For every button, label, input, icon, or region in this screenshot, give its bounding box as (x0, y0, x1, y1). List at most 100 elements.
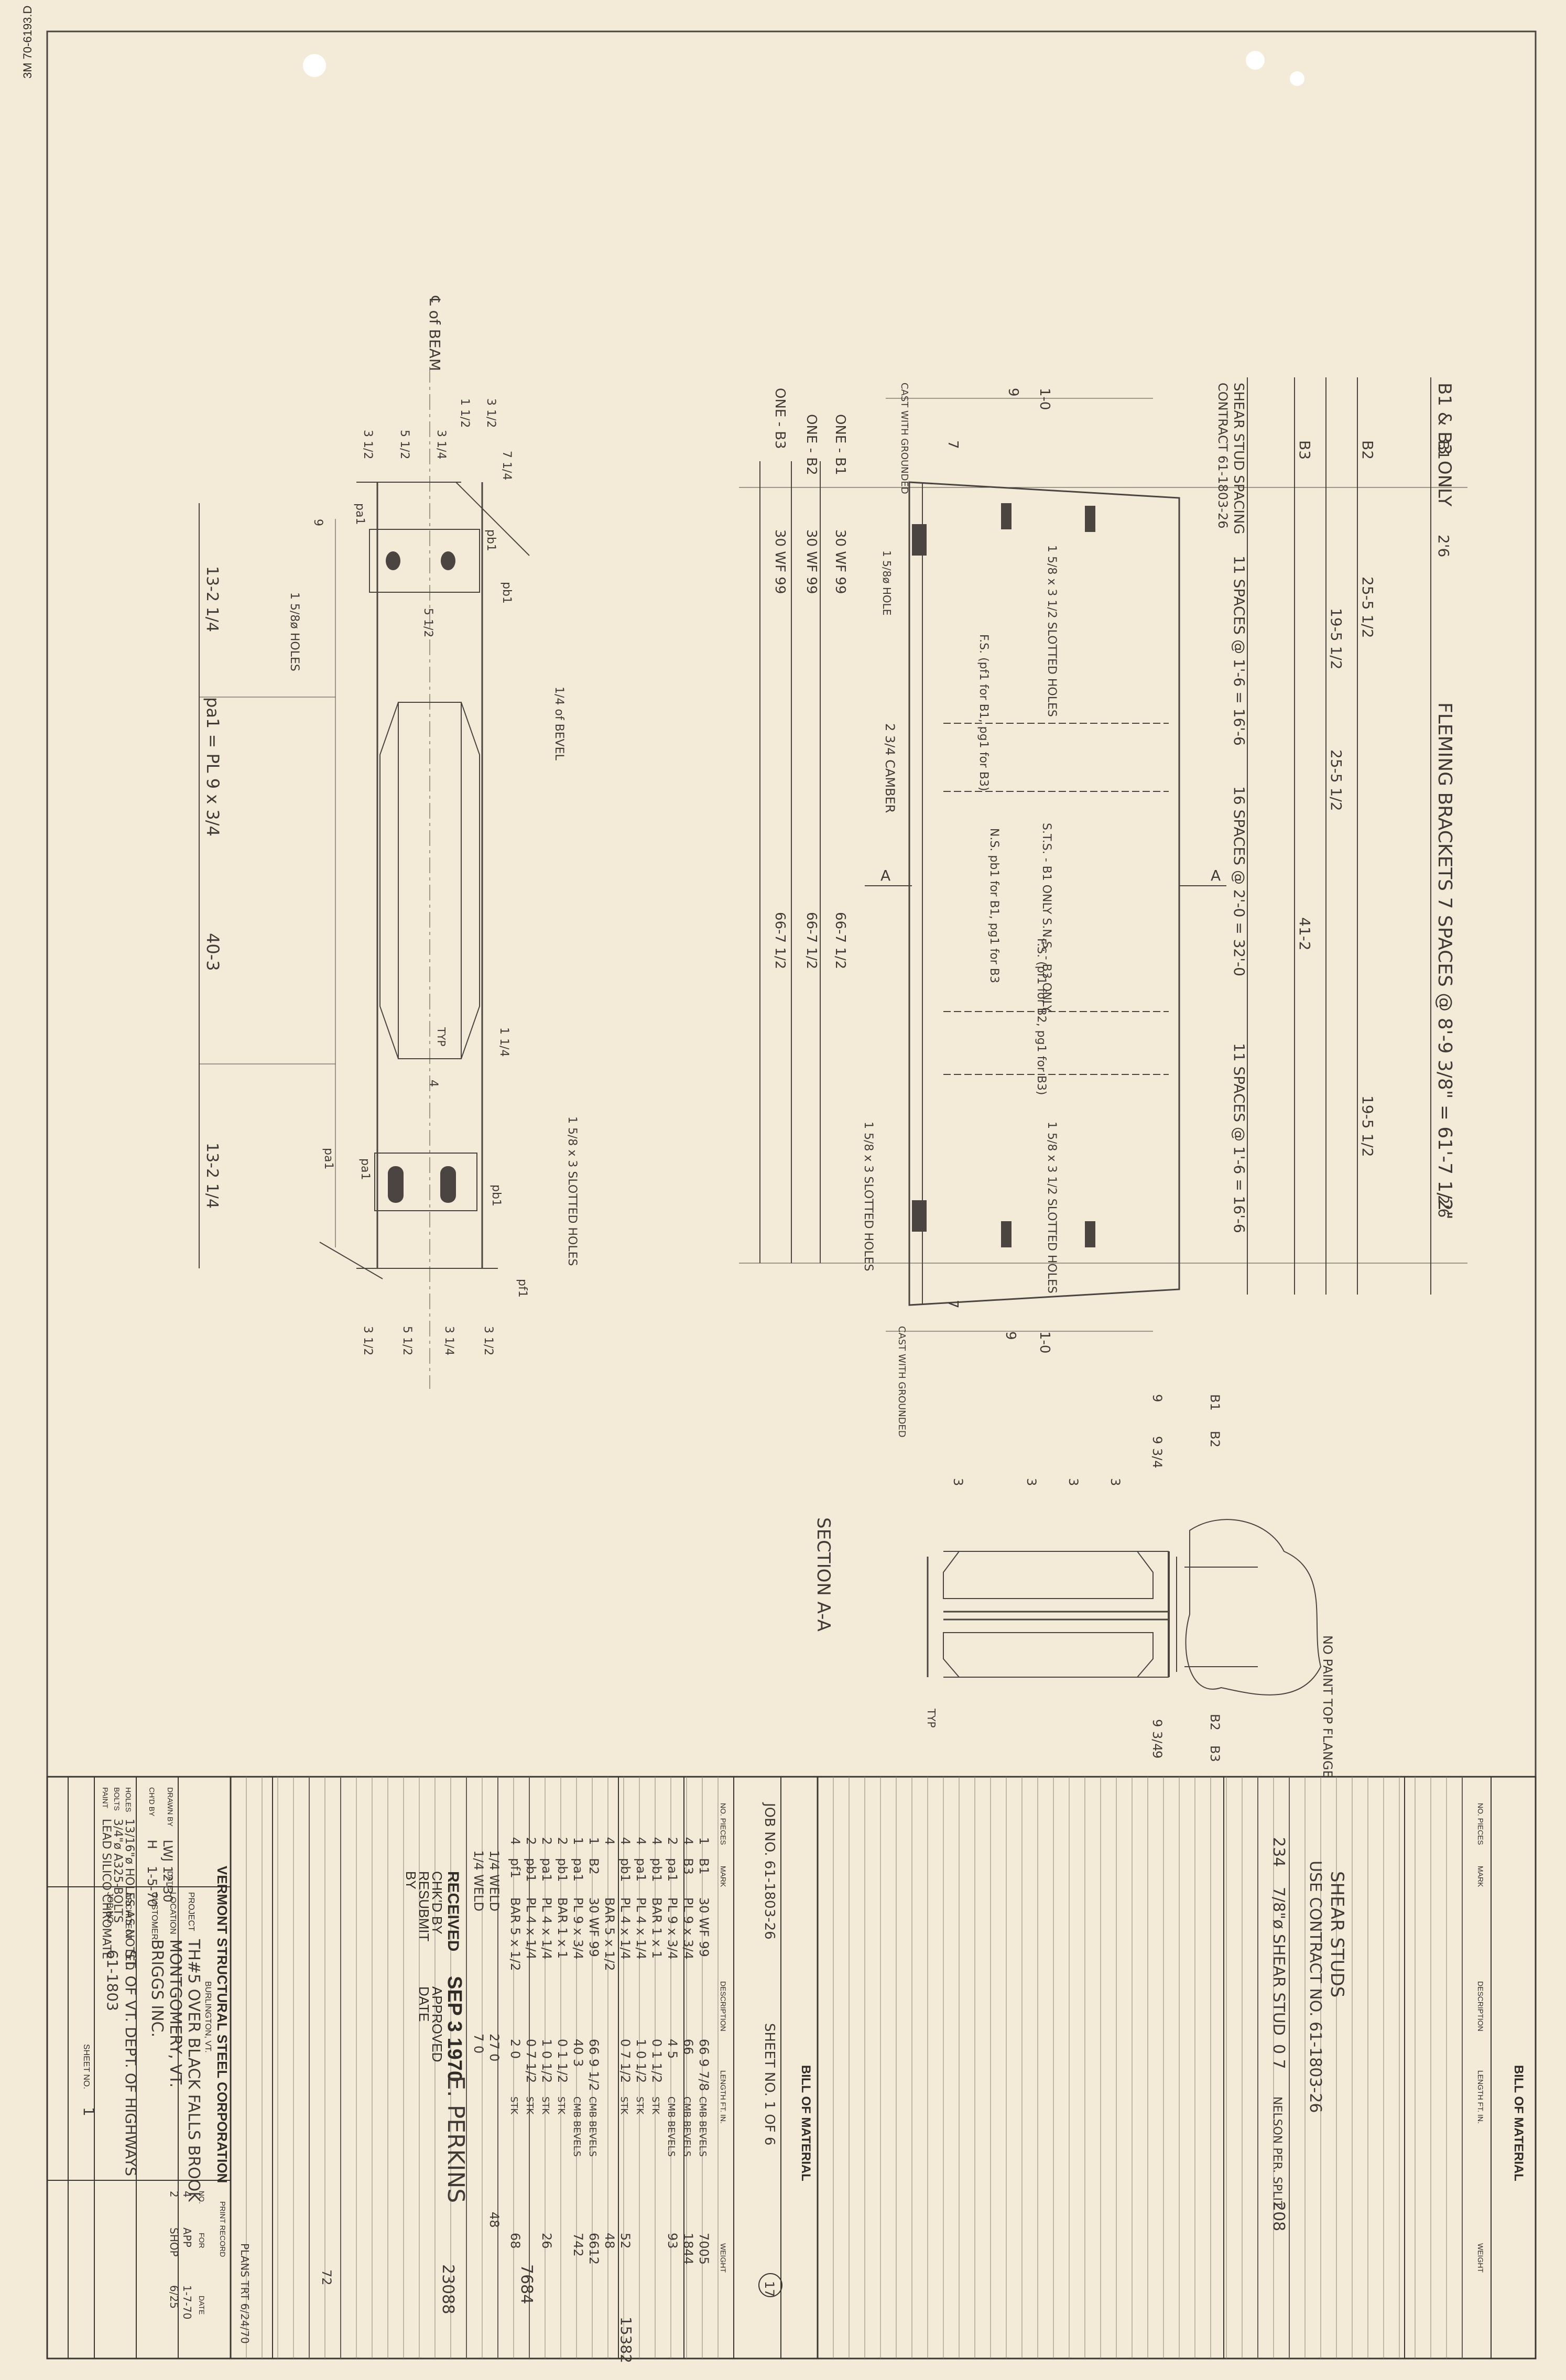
bom-left-heading: BILL OF MATERIAL (799, 2065, 813, 2181)
detail-label-pa1-c: pa1 (322, 1148, 335, 1169)
wf-b1: 30 WF 99 (832, 529, 848, 594)
bom-left-cell-note: CMB BEVELS (587, 2096, 598, 2157)
slotted-note-top: 1 5/8 x 3 1/2 SLOTTED HOLES (1045, 545, 1058, 717)
section-dim-1: 9 (1150, 1394, 1165, 1402)
bom-left-cell-note: STK (540, 2096, 551, 2115)
bom-left-cell-qty: 1 (697, 1837, 711, 1845)
bom-right-desc: 7/8"ø SHEAR STUD (1269, 1887, 1288, 2036)
len-b2: 66-7 1/2 (803, 912, 819, 969)
cast-note-bottom: CAST WITH GROUNDED (896, 1326, 907, 1438)
section-a-a: SECTION A-A NO PAINT TOP FLANGE B1 B2 B2… (813, 1394, 1335, 1778)
customer-label: CUSTOMER (150, 1892, 159, 1940)
fleming-note: FLEMING BRACKETS 7 SPACES @ 8'-9 3/8" = … (1434, 702, 1455, 1220)
customer-value: BRIGGS INC. (148, 1939, 166, 2037)
paint-label: PAINT (101, 1787, 110, 1809)
title-block: VERMONT STRUCTURAL STEEL CORPORATION BUR… (80, 1787, 251, 2344)
bom-left-subtotal: 15382 (617, 2317, 635, 2363)
architect-value: ST. OF VT. DEPT. OF HIGHWAYS (122, 1950, 139, 2176)
slotted-note-bottom: 1 5/8 x 3 1/2 SLOTTED HOLES (1045, 1122, 1058, 1294)
camber-note: 2 3/4 CAMBER (883, 723, 897, 813)
end-detail: ℄ of BEAM pa1 = PL 9 x 3/4 40-3 13-2 1/4… (199, 296, 579, 1389)
mark-b1: B1 (1435, 440, 1452, 460)
fs-note-1: F.S. (pf1 for B1, pg1 for B3) (977, 634, 990, 791)
company-name: VERMONT STRUCTURAL STEEL CORPORATION (214, 1866, 230, 2183)
wf-b3: 30 WF 99 (772, 529, 788, 594)
hole-note: 1 5/8ø HOLE (880, 550, 893, 615)
dim-2-6-top: 2'6 (1435, 535, 1452, 557)
bom-right: BILL OF MATERIAL NO. PIECES MARK DESCRIP… (1269, 1803, 1526, 2273)
bom-left-total-1: 7684 (517, 2264, 536, 2304)
bom-right-col-weight: WEIGHT (1476, 2243, 1485, 2273)
weld-line-2: 1/4 WELD (471, 1850, 486, 1911)
bom-right-qty: 234 (1269, 1837, 1288, 1867)
drawn-by-label: DRAWN BY (166, 1787, 175, 1827)
ns-note: N.S. pb1 for B1, pg1 for B3 (987, 828, 1000, 983)
bom-left-cell-len: 66 (681, 2039, 695, 2055)
bom-left-cell-mark: pb1 (649, 1858, 664, 1882)
detail-dim-10: 5 1/2 (400, 1326, 414, 1355)
section-dim-6: 3 (1108, 1478, 1123, 1486)
drawn-date: 12-30 (160, 1866, 175, 1903)
bearing-plate (912, 524, 927, 556)
bom-left-cell-note: STK (556, 2096, 567, 2115)
bom-left-cell-desc: PL 9 x 3/4 (681, 1897, 695, 1960)
bom-left-cell-len: 0 7 1/2 (524, 2039, 538, 2083)
section-cut-a-right: A (1211, 867, 1221, 884)
bom-left-cell-len: 0 1 1/2 (649, 2039, 664, 2083)
detail-dim-2: 5 1/2 (398, 430, 411, 459)
bom-left-col-length: LENGTH FT. IN. (719, 2070, 727, 2124)
detail-dim-14: 4 (427, 1080, 440, 1087)
bom-right-col-length: LENGTH FT. IN. (1476, 2070, 1485, 2124)
weld-len-1: 27 0 (487, 2034, 502, 2061)
bom-right-length: 0 7 (1269, 2044, 1288, 2069)
print-row1-for: APP (181, 2227, 193, 2247)
bom-left-cell-wt: 52 (618, 2233, 633, 2249)
dim-2-6-bottom: 2'6 (1435, 1195, 1452, 1218)
stamp-received: RECEIVED (444, 1871, 462, 1951)
chkd-by-label: CH'D BY (148, 1787, 156, 1817)
punch-hole (1246, 51, 1265, 70)
bom-left-cell-len: 2 0 (508, 2039, 523, 2059)
bom-left-cell-note: STK (634, 2096, 645, 2115)
len-b3: 66-7 1/2 (772, 912, 788, 969)
weld-wt-2: 72 (319, 2269, 334, 2286)
detail-label-pb1-c: pb1 (490, 1184, 503, 1207)
stamp-date-label: DATE (416, 1986, 432, 2022)
bom-left-col-pieces: NO. PIECES (719, 1803, 727, 1845)
bom-left-cell-desc: PL 4 x 1/4 (618, 1897, 633, 1960)
stamp-name: E. PERKINS (442, 2075, 469, 2203)
bom-left-cell-note: STK (618, 2096, 629, 2115)
bom-left-cell-mark: B1 (697, 1858, 711, 1875)
sheet-value: 1 (80, 2107, 97, 2116)
bom-left-cell-len: 66 9 1/2 (586, 2039, 601, 2091)
print-col-no: NO. (198, 2191, 206, 2204)
bom-left-cell-mark: pf1 (508, 1858, 523, 1878)
bom-left-cell-wt: 68 (508, 2233, 523, 2249)
dim-1-0-bottom: 1-0 (1037, 1331, 1052, 1353)
bom-left-col-mark: MARK (719, 1866, 727, 1887)
dim-19-5-bottom: 19-5 1/2 (1359, 1095, 1376, 1157)
bom-left-cell-len: 40 3 (571, 2039, 585, 2067)
dim-1-0-top: 1-0 (1037, 388, 1052, 410)
job-label: JOB NO. (105, 1892, 114, 1926)
detail-dim-1: 3 1/2 (361, 430, 374, 459)
cl-beam: ℄ of BEAM (426, 296, 443, 371)
bom-left-cell-qty: 2 (524, 1837, 538, 1845)
bom-left-cell-mark: pa1 (571, 1858, 585, 1882)
bom-left-cell-desc: BAR 5 x 1/2 (602, 1897, 617, 1971)
dim-7-bottom: 7 (945, 1300, 961, 1309)
bom-left-cell-wt: 48 (602, 2233, 617, 2249)
bom-left-cell-mark: B3 (681, 1858, 695, 1875)
detail-end-dim-2: 13-2 1/4 (203, 1143, 221, 1209)
print-col-for: FOR (198, 2233, 206, 2248)
bom-left-cell-wt: 7005 (697, 2233, 711, 2265)
bom-left-total-2: 23088 (439, 2264, 457, 2314)
bom-left-cell-note: STK (524, 2096, 535, 2115)
stud-spacing-2: 16 SPACES @ 2'-0 = 32'-0 (1231, 786, 1248, 976)
stamp-by: BY (403, 1871, 419, 1889)
stud-contract: CONTRACT 61-1803-26 (1215, 383, 1230, 528)
bom-right-col-desc: DESCRIPTION (1476, 1981, 1485, 2031)
bom-left-cell-mark: pa1 (665, 1858, 680, 1882)
detail-dim-13: 1 1/4 (497, 1027, 510, 1057)
